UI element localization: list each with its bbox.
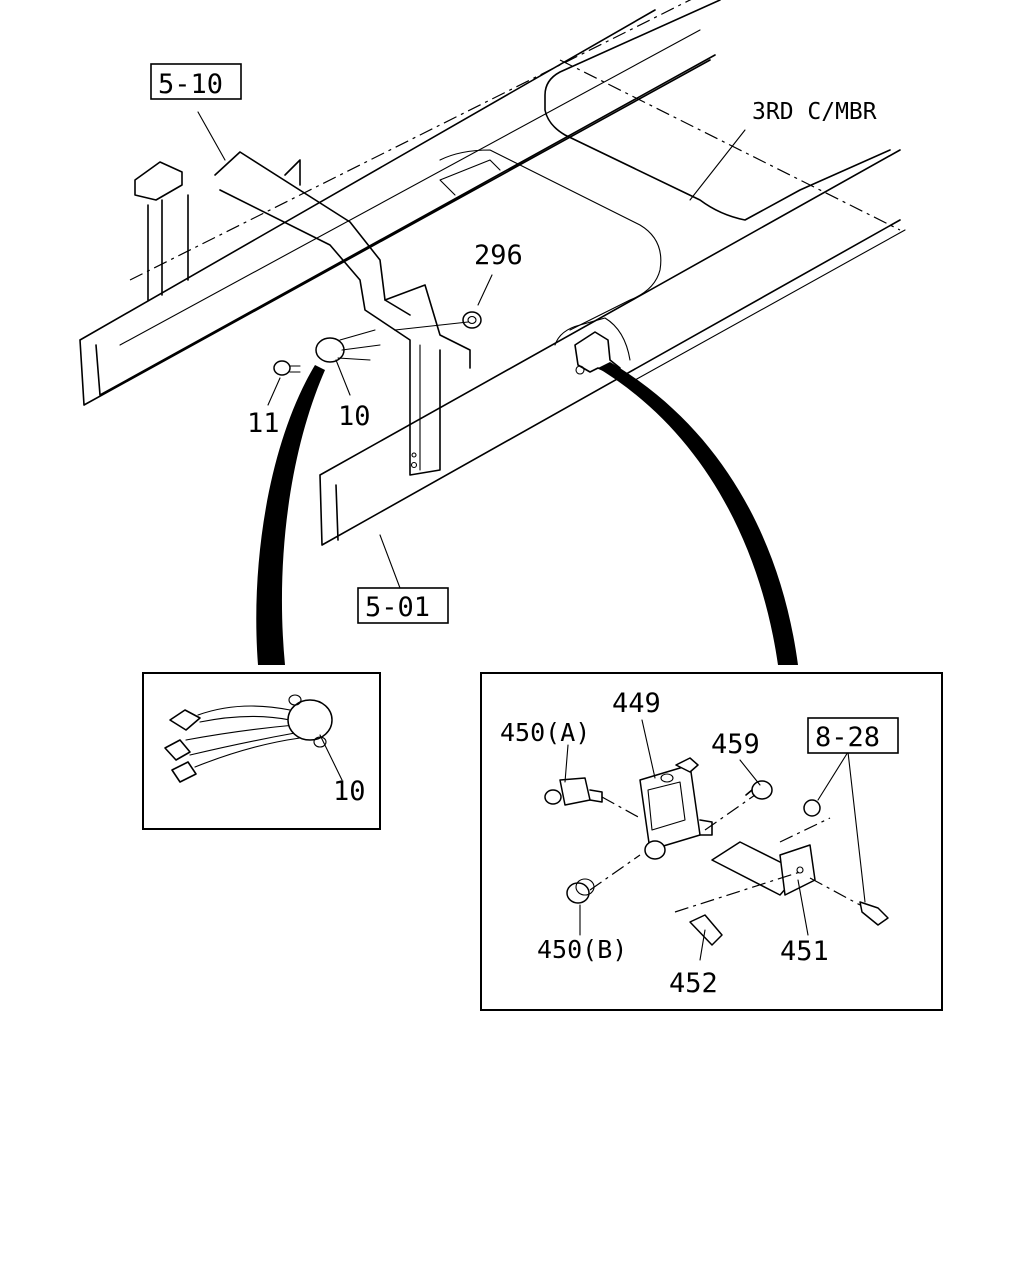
plug-459-icon [751,780,773,800]
detail-pointer-right [598,362,798,665]
ref-box-8-28 [807,717,899,754]
chassis-frame [79,0,906,546]
switch-detail [164,694,343,783]
part-label-449: 449 [612,688,661,719]
part-label-11: 11 [247,408,280,439]
part-label-452: 452 [669,968,718,999]
part-label-450b: 450(B) [537,935,627,964]
ref-label-5-01[interactable]: 5-01 [365,592,430,623]
part-label-451: 451 [780,936,829,967]
part-label-459: 459 [711,729,760,760]
bolt-8-28-icon [859,901,889,926]
label-3rd-crossmember: 3RD C/MBR [752,99,877,125]
part-label-296: 296 [474,240,523,271]
detail-box-switch [142,672,381,830]
ref-label-8-28[interactable]: 8-28 [815,722,880,753]
bolt-452-icon [689,914,723,946]
valve-detail [544,719,889,961]
ref-box-5-10 [150,63,242,100]
nut-296-icon [462,311,482,329]
part-label-450a: 450(A) [500,718,590,747]
bolt-11-icon [273,360,291,376]
frame-parts [197,111,746,589]
ref-box-5-01 [357,587,449,624]
part-label-10-detail: 10 [333,776,366,807]
valve-449-icon [639,764,701,851]
detail-pointer-left [256,365,325,665]
nut-8-28-icon [803,799,821,817]
ref-label-5-10[interactable]: 5-10 [158,69,223,100]
fitting-450b-icon [566,882,590,904]
part-label-10: 10 [338,401,371,432]
